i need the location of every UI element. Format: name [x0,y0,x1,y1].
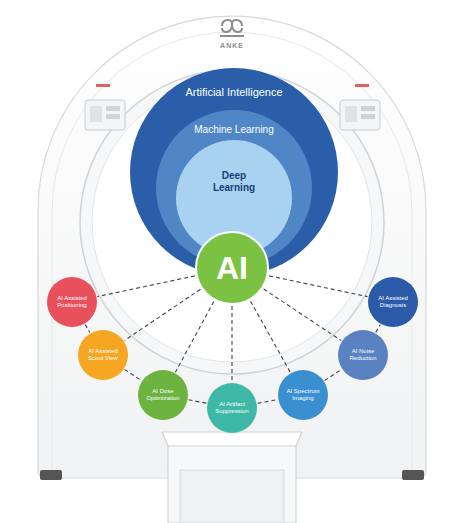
dashed-connector [125,369,142,380]
dashed-connector [258,400,278,404]
logo-symbol [220,20,244,36]
node-label: AI Assisted Scout View [83,348,123,362]
feature-circle: AI Artifact Suppression [207,383,257,433]
node-label: AI Assisted Diagnosis [373,295,413,309]
feature-circle: AI Assisted Diagnosis [368,277,418,327]
dashed-connector [325,369,342,380]
dashed-connector [251,301,291,372]
node-label: AI Dose Optimization [143,388,183,402]
dashed-connector [85,324,90,332]
brand-logo-text: ANKE [220,42,244,49]
dashed-connector [269,276,367,297]
dashed-connector [189,400,207,403]
control-panel [340,84,380,130]
node-label: AI Assisted Positioning [52,295,92,309]
couch-top [162,432,302,446]
node-label: AI [216,250,248,287]
node-label: Artificial Intelligence [185,86,282,99]
dashed-connector [125,289,201,340]
node-label: AI Artifact Suppression [212,401,252,415]
couch-base [180,470,284,523]
ai-hub-circle: AI [195,231,269,305]
dashed-connector [376,325,380,333]
node-label: AI Spectrum Imaging [283,388,323,402]
gantry-foot [402,470,424,480]
feature-circle: AI Spectrum Imaging [278,370,328,420]
feature-circle: AI Assisted Scout View [78,330,128,380]
gantry-ring [52,32,412,470]
dashed-connector [264,289,342,341]
patient-couch [168,440,296,523]
node-label: AI Noise Reduction [343,348,383,362]
node-label: Deep Learning [210,170,258,193]
control-panel [85,84,125,130]
dashed-connector [97,276,194,297]
gantry-housing [38,16,426,478]
dashed-connector [231,306,232,382]
feature-circle: AI Noise Reduction [338,330,388,380]
dashed-connector [175,301,213,372]
node-label: Machine Learning [194,124,274,136]
feature-circle: AI Dose Optimization [138,370,188,420]
gantry-foot [40,470,62,480]
feature-circle: AI Assisted Positioning [47,277,97,327]
